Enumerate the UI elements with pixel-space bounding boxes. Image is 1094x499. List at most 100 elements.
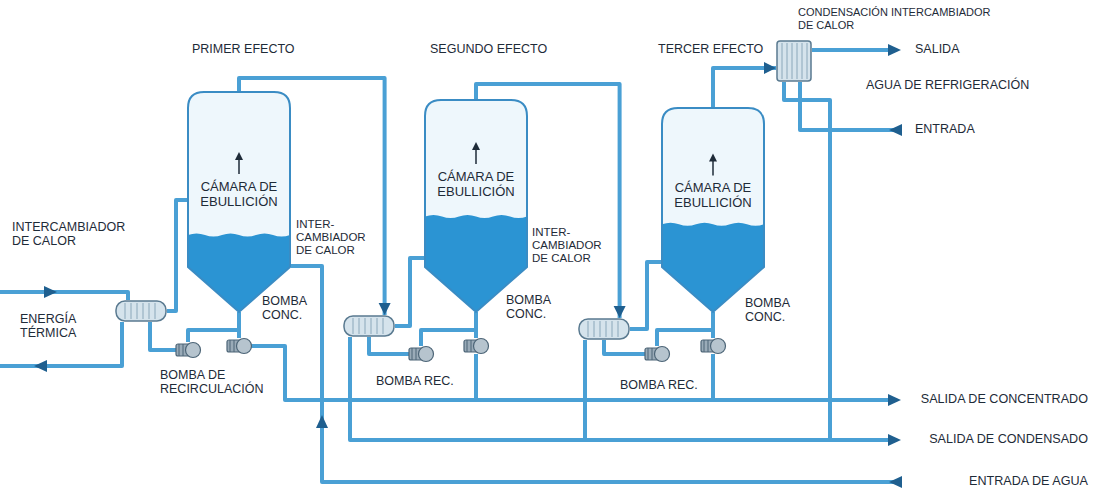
heat-exchanger: INTER- CAMBIADOR DE CALOR (343, 315, 395, 337)
flow-arrow (889, 476, 902, 488)
flow-arrow (44, 286, 57, 298)
recirculation-pipe (395, 258, 425, 326)
flow-arrow (34, 360, 47, 372)
flow-label: SALIDA DE CONDENSADO (929, 432, 1088, 446)
chamber-label: CÁMARA DE EBULLICIÓN (430, 170, 522, 200)
vessel-body (188, 92, 290, 312)
pump-symbol (409, 347, 434, 362)
boiling-chamber: CÁMARA DE EBULLICIÓN (188, 92, 290, 312)
pipe (604, 340, 645, 354)
recirculation-pipe (630, 262, 662, 329)
energy-label: ENERGÍA TÉRMICA (20, 312, 92, 341)
exchanger-shell (116, 301, 166, 321)
exchanger-tube (600, 321, 601, 337)
exchanger-tube (365, 318, 366, 334)
exchanger-tube (155, 303, 156, 319)
flow-label: SALIDA DE CONCENTRADO (921, 392, 1088, 406)
pipe (474, 354, 478, 400)
exchanger-tube (143, 303, 144, 319)
flow-label: ENTRADA DE AGUA (969, 474, 1088, 488)
pipe (150, 322, 177, 350)
pump-label: BOMBA CONC. (506, 293, 558, 322)
condenser-tube (792, 43, 793, 79)
flow-label: SALIDA (915, 42, 959, 56)
vessel-outline (425, 100, 527, 312)
exchanger-tube (606, 321, 607, 337)
vapor-arrow-head (235, 152, 243, 160)
pipe (291, 266, 900, 482)
vapor-pipe (713, 62, 776, 108)
pipe (711, 330, 715, 338)
pipe (812, 48, 890, 52)
pump-label: BOMBA CONC. (745, 296, 797, 325)
pump-label: BOMBA REC. (620, 378, 698, 392)
equipment-label: CONDENSACIÓN INTERCAMBIADOR DE CALOR (798, 6, 1000, 31)
exchanger-shell (344, 316, 394, 336)
condenser: CONDENSACIÓN INTERCAMBIADOR DE CALOR (776, 40, 812, 82)
flow-label: AGUA DE REFRIGERACIÓN (866, 78, 1029, 92)
flow-label: ENTRADA (915, 122, 975, 136)
pipe (711, 354, 715, 400)
boiling-chamber: CÁMARA DE EBULLICIÓN (425, 100, 527, 312)
arrow-head (379, 303, 391, 315)
pipe-line (167, 200, 188, 311)
pipe (350, 337, 890, 440)
effect-heading: SEGUNDO EFECTO (430, 42, 547, 56)
exchanger-tube (594, 321, 595, 337)
exchanger-tube (137, 303, 138, 319)
pump-label: BOMBA DE RECIRCULACIÓN (160, 368, 278, 397)
effect-heading: TERCER EFECTO (658, 42, 763, 56)
flow-arrow (316, 415, 328, 428)
flow-arrow (888, 394, 901, 406)
condenser-tube (797, 43, 798, 79)
vessel-body (662, 108, 764, 312)
heat-exchanger: INTERCAMBIADOR DE CALOR (115, 300, 167, 322)
vessel-outline (188, 92, 290, 312)
pipe-line (630, 262, 662, 329)
vapor-arrow-head (472, 142, 480, 150)
exchanger-tube (125, 303, 126, 319)
equipment-label: INTER- CAMBIADOR DE CALOR (296, 218, 370, 258)
pipe (188, 312, 239, 342)
pipe (369, 337, 409, 354)
condenser-shell (777, 41, 811, 81)
arrow-head (764, 62, 776, 74)
boiling-chamber: CÁMARA DE EBULLICIÓN (662, 108, 764, 312)
condenser-tube (782, 43, 783, 79)
effect-heading: PRIMER EFECTO (192, 42, 295, 56)
pipe (474, 330, 478, 338)
node-shape (776, 40, 812, 82)
vapor-arrow-head (709, 153, 717, 161)
exchanger-tube (377, 318, 378, 334)
pipe (583, 340, 587, 440)
vessel-outline (662, 108, 764, 312)
node-shape (425, 100, 527, 312)
exchanger-tube (371, 318, 372, 334)
exchanger-tube (149, 303, 150, 319)
pipe (784, 82, 830, 440)
pipe (251, 346, 890, 400)
equipment-label: INTER- CAMBIADOR DE CALOR (532, 226, 606, 266)
flow-arrow (888, 44, 901, 56)
recirculation-pipe (167, 200, 188, 311)
exchanger-shell (579, 319, 629, 339)
exchanger-tube (353, 318, 354, 334)
condenser-tube (802, 43, 803, 79)
node-shape (578, 318, 630, 340)
exchanger-tube (612, 321, 613, 337)
condenser-tube (807, 43, 808, 79)
pump-symbol (645, 347, 670, 362)
pipe (0, 292, 128, 300)
pipe (237, 330, 241, 338)
vapor-arrow (712, 159, 714, 175)
vessel-body (425, 100, 527, 312)
exchanger-tube (383, 318, 384, 334)
pipe-line (395, 258, 425, 326)
vapor-arrow (475, 148, 477, 164)
exchanger-tube (588, 321, 589, 337)
exchanger-tube (359, 318, 360, 334)
pipe-line (713, 68, 776, 108)
vapor-arrow (238, 158, 240, 174)
pump-symbol (464, 339, 489, 354)
